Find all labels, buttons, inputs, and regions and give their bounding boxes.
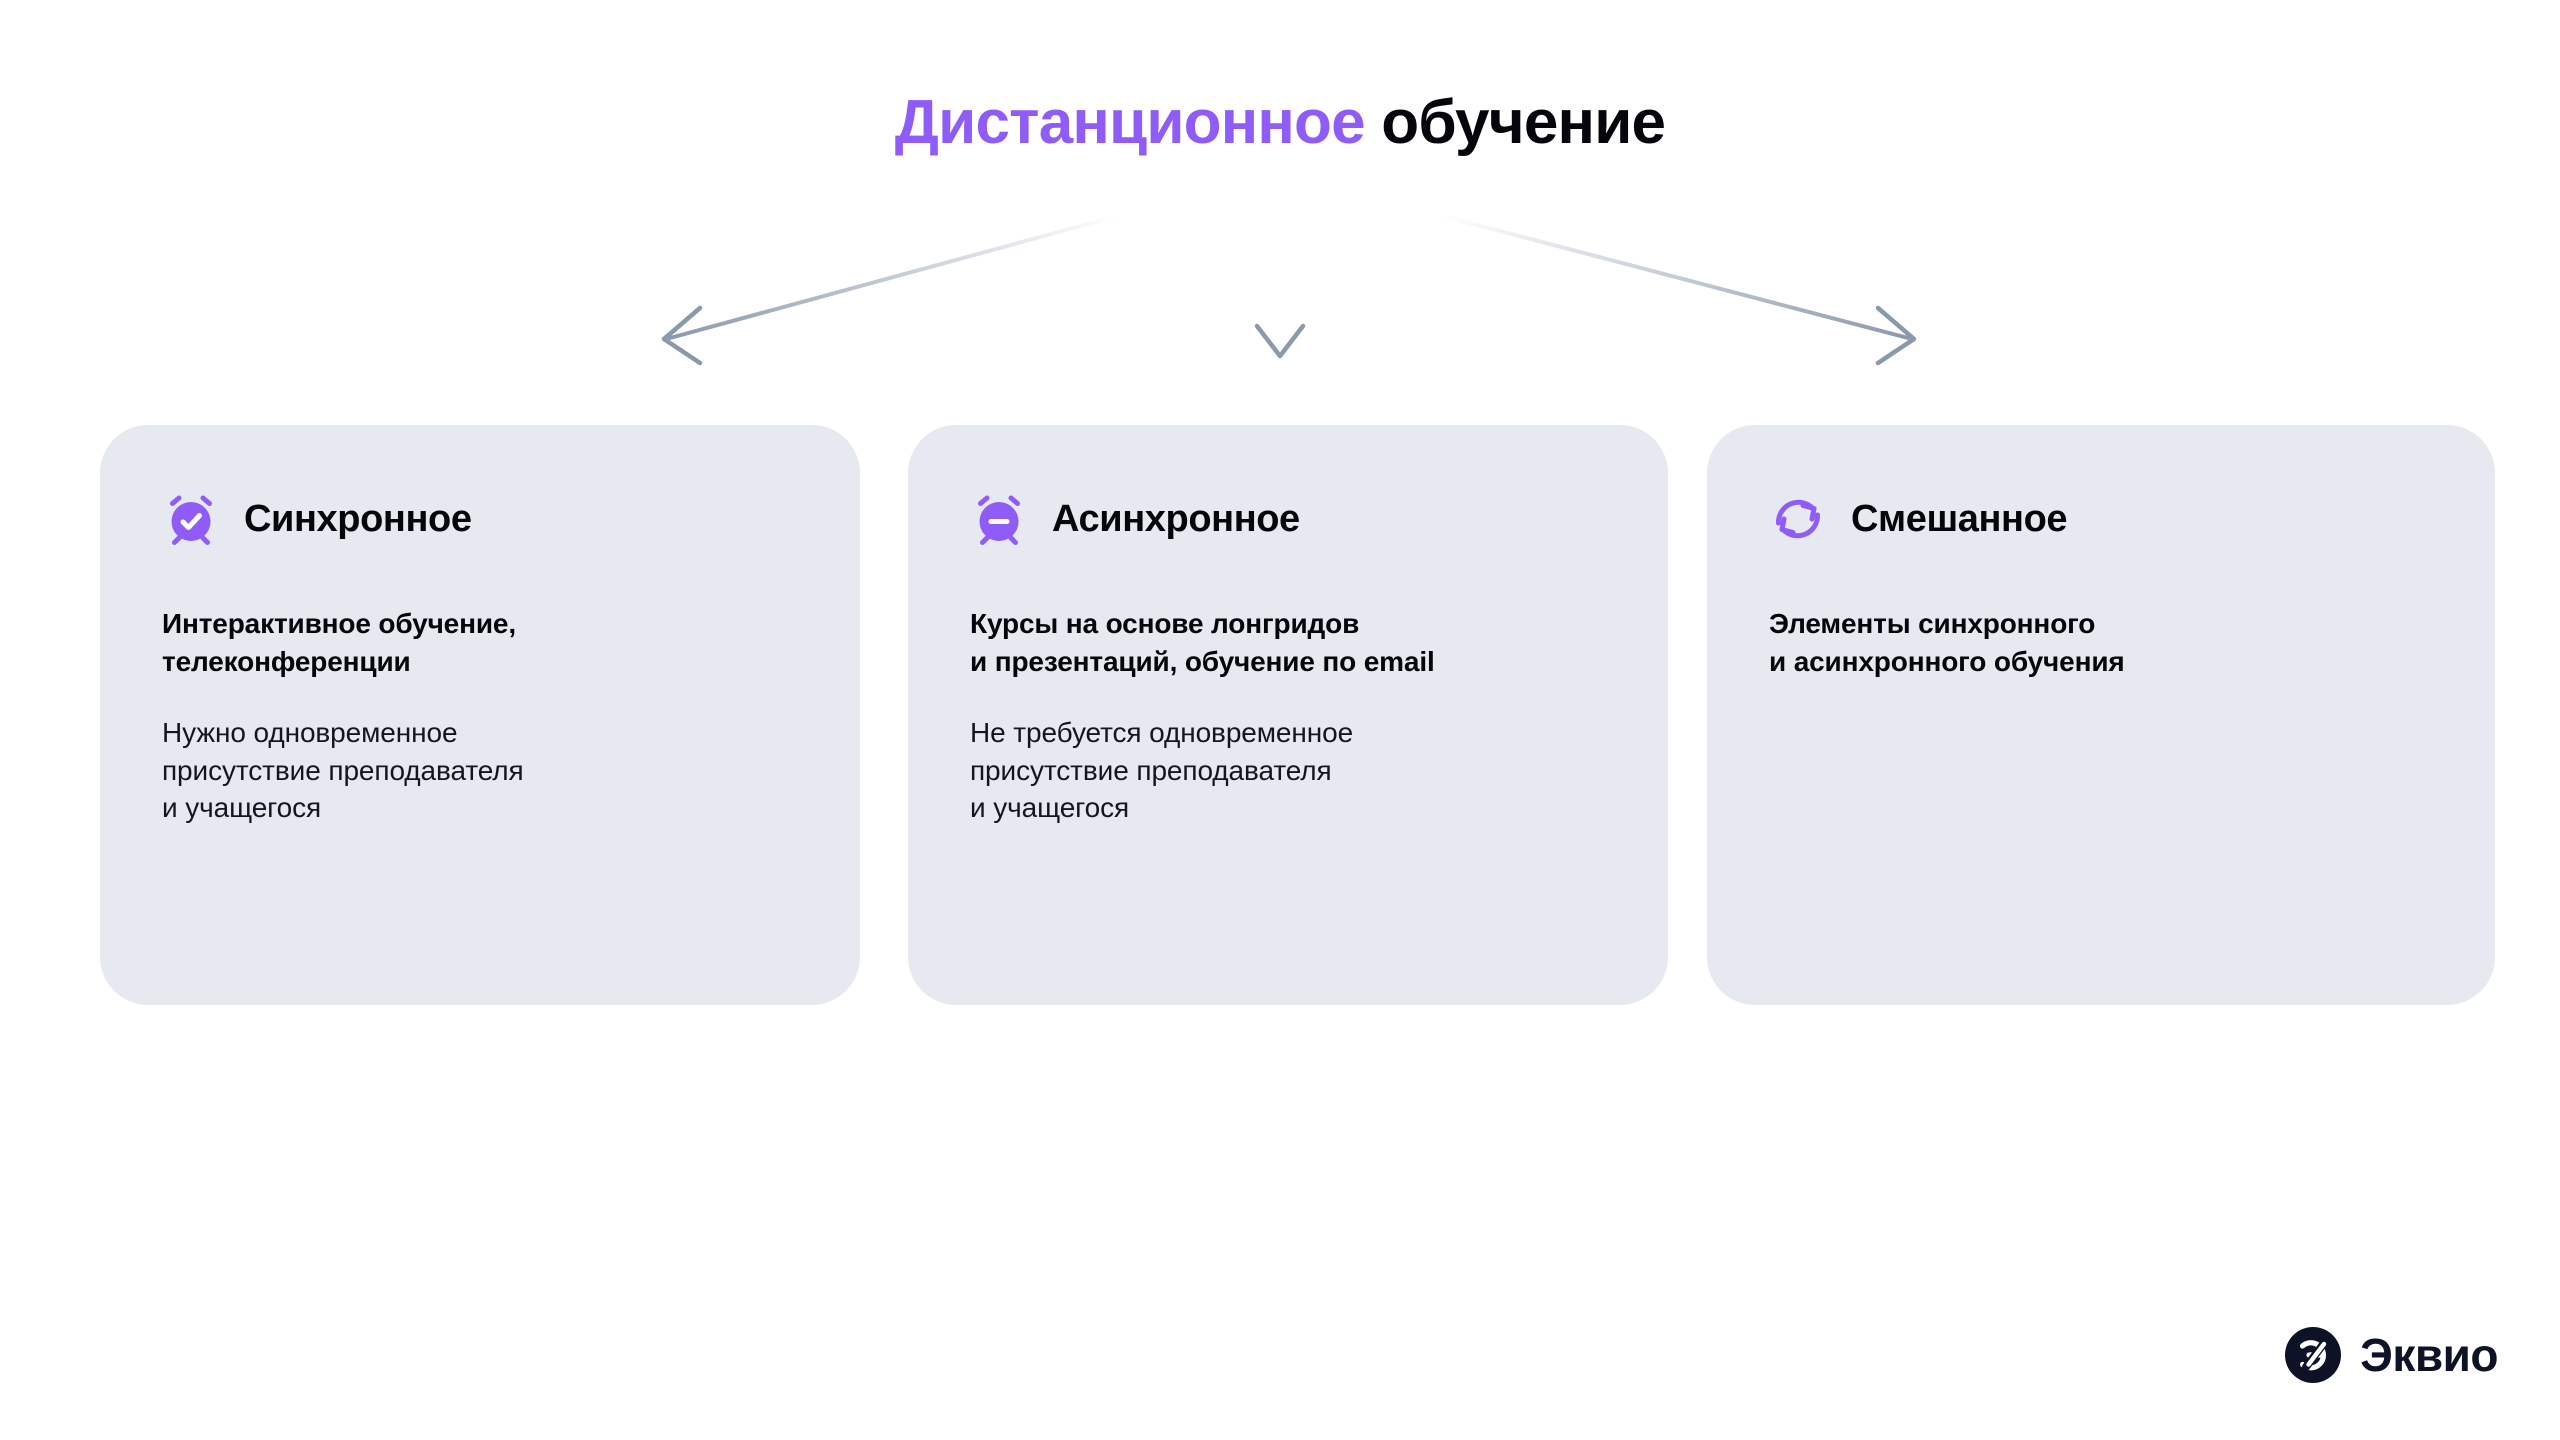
- card-header: Асинхронное: [970, 487, 1606, 551]
- page-title: Дистанционное обучение: [0, 92, 2560, 154]
- arrow-center: [1254, 214, 1306, 359]
- card-synchronous[interactable]: Синхронное Интерактивное обучение, телек…: [100, 425, 860, 1005]
- arrow-right: [1441, 214, 1917, 366]
- card-blended[interactable]: Смешанное Элементы синхронного и асинхро…: [1707, 425, 2495, 1005]
- card-lead-text: Интерактивное обучение, телеконференции: [162, 608, 516, 677]
- card-body-text: Нужно одновременное присутствие преподав…: [162, 717, 524, 824]
- alarm-minus-icon: [978, 495, 1020, 545]
- card-asynchronous[interactable]: Асинхронное Курсы на основе лонгридов и …: [908, 425, 1668, 1005]
- card-title: Смешанное: [1851, 498, 2068, 540]
- arrow-connectors: [661, 214, 1917, 366]
- card-lead-text: Элементы синхронного и асинхронного обуч…: [1769, 608, 2125, 677]
- card-header: Смешанное: [1769, 487, 2433, 551]
- alarm-check-icon: [170, 495, 212, 545]
- arrow-left: [661, 214, 1119, 366]
- card-header: Синхронное: [162, 487, 798, 551]
- brand-name: Эквио: [2360, 1329, 2498, 1381]
- card-body-text: Не требуется одновременное присутствие п…: [970, 717, 1354, 824]
- brand-logo[interactable]: Эквио: [2284, 1326, 2498, 1384]
- sync-refresh-icon: [1775, 499, 1821, 539]
- card-lead-text: Курсы на основе лонгридов и презентаций,…: [970, 608, 1435, 677]
- page-title-accent: Дистанционное: [894, 88, 1366, 157]
- card-title: Асинхронное: [1052, 498, 1300, 540]
- eqvio-circle-icon: [2285, 1327, 2342, 1383]
- card-group: Синхронное Интерактивное обучение, телек…: [100, 425, 2495, 1005]
- card-title: Синхронное: [244, 498, 472, 540]
- page-title-plain: обучение: [1381, 88, 1666, 157]
